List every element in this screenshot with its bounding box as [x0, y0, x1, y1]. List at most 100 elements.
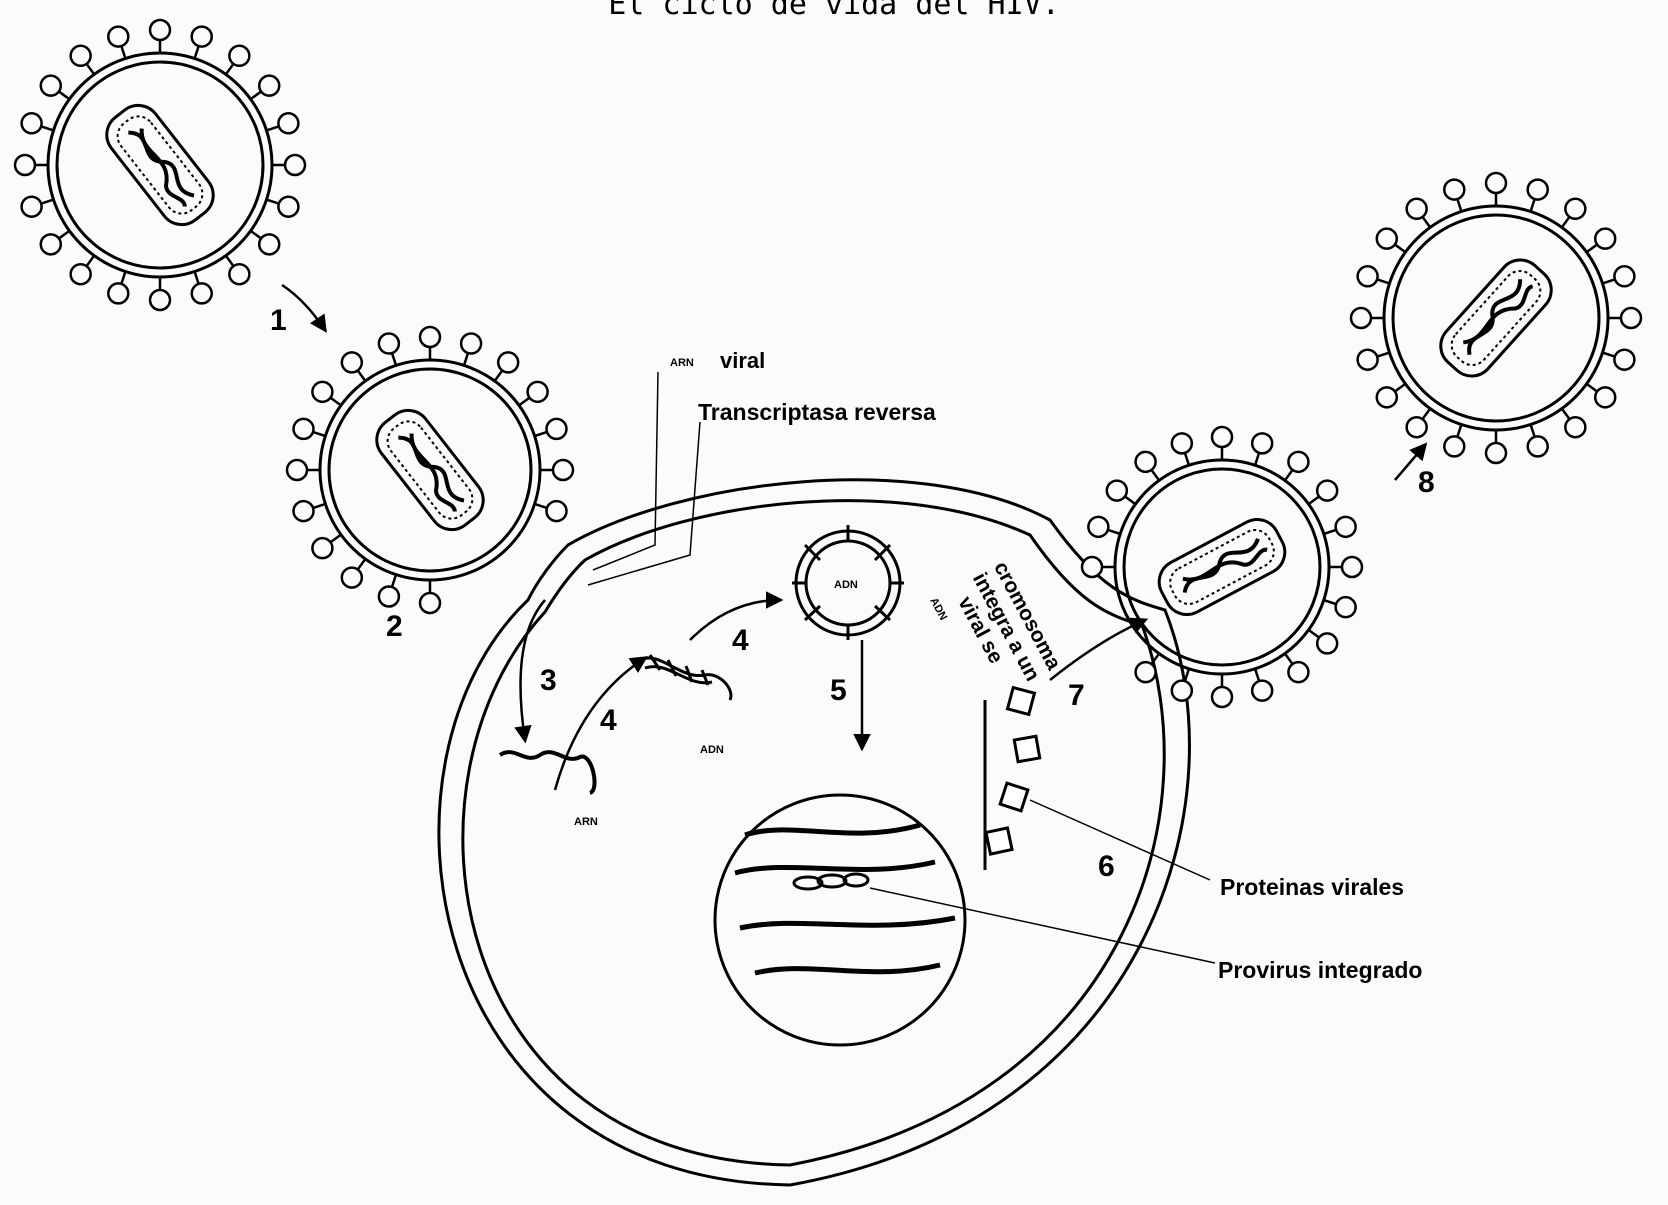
- step-4a-number: 4: [600, 704, 617, 737]
- glycoprotein-knob: [1212, 427, 1232, 447]
- step-arrows: [282, 285, 1425, 790]
- glycoprotein-knob: [108, 27, 128, 47]
- viral-envelope-outer: [1115, 460, 1329, 674]
- step-2-number: 2: [386, 610, 403, 643]
- glycoprotein-knob: [1252, 433, 1272, 453]
- glycoprotein-knob: [1172, 681, 1192, 701]
- glycoprotein-knob: [1342, 557, 1362, 577]
- proteinas-virales-label: Proteinas virales: [1220, 874, 1404, 900]
- glycoprotein-knob: [553, 460, 573, 480]
- glycoprotein-knob: [150, 20, 170, 40]
- step-5-number: 5: [830, 674, 847, 707]
- glycoprotein-knob: [1358, 350, 1378, 370]
- glycoprotein-knob: [379, 586, 399, 606]
- glycoprotein-knob: [278, 197, 298, 217]
- glycoprotein-knob: [1565, 199, 1585, 219]
- glycoprotein-knob: [420, 327, 440, 347]
- glycoprotein-knob: [1082, 557, 1102, 577]
- arn-viral-prefix: ARN: [670, 357, 694, 369]
- glycoprotein-knob: [1252, 681, 1272, 701]
- step-1-number: 1: [270, 304, 287, 337]
- glycoprotein-knob: [1444, 180, 1464, 200]
- glycoprotein-knob: [259, 234, 279, 254]
- glycoprotein-knob: [1444, 436, 1464, 456]
- step-7-number: 7: [1068, 679, 1085, 712]
- arn-viral-label: viral: [720, 348, 765, 373]
- glycoprotein-knob: [1107, 481, 1127, 501]
- glycoprotein-knob: [546, 419, 566, 439]
- glycoprotein-knob: [1486, 173, 1506, 193]
- glycoprotein-knob: [546, 501, 566, 521]
- glycoprotein-knob: [108, 283, 128, 303]
- viral-dna-strand: [640, 655, 731, 700]
- glycoprotein-knob: [229, 46, 249, 66]
- step-6-number: 6: [1098, 850, 1115, 883]
- released-virion: [1351, 173, 1641, 463]
- integration-label: ADN viral se integra a un cromosoma: [927, 558, 1065, 707]
- glycoprotein-knob: [1565, 417, 1585, 437]
- fusing-virion: [287, 327, 573, 613]
- svg-text:ADN: ADN: [927, 596, 949, 623]
- arn-strand-label: ARN: [574, 816, 598, 828]
- glycoprotein-knob: [1486, 443, 1506, 463]
- viral-protein-chain: [985, 688, 1040, 870]
- glycoprotein-knob: [1528, 436, 1548, 456]
- glycoprotein-knob: [420, 593, 440, 613]
- glycoprotein-knob: [528, 382, 548, 402]
- glycoprotein-knob: [1614, 350, 1634, 370]
- glycoprotein-knob: [1172, 433, 1192, 453]
- glycoprotein-knob: [287, 460, 307, 480]
- viral-core: [98, 97, 222, 234]
- integrated-provirus: [794, 874, 868, 889]
- glycoprotein-knob: [379, 334, 399, 354]
- leader-lines: [588, 372, 1215, 963]
- glycoprotein-knob: [285, 155, 305, 175]
- glycoprotein-knob: [1358, 266, 1378, 286]
- viral-envelope-outer: [48, 53, 272, 277]
- viral-core: [1432, 251, 1561, 385]
- glycoprotein-knob: [1377, 229, 1397, 249]
- transcriptasa-label: Transcriptasa reversa: [698, 399, 936, 425]
- glycoprotein-knob: [15, 155, 35, 175]
- viral-envelope-inner: [329, 369, 531, 571]
- glycoprotein-knob: [1336, 597, 1356, 617]
- viral-envelope-outer: [1384, 206, 1608, 430]
- glycoprotein-knob: [1595, 387, 1615, 407]
- glycoprotein-knob: [1377, 387, 1397, 407]
- glycoprotein-knob: [1614, 266, 1634, 286]
- step-8-number: 8: [1418, 466, 1435, 499]
- glycoprotein-knob: [192, 27, 212, 47]
- glycoprotein-knob: [1595, 229, 1615, 249]
- glycoprotein-knob: [1212, 687, 1232, 707]
- glycoprotein-knob: [1528, 180, 1548, 200]
- glycoprotein-knob: [41, 76, 61, 96]
- glycoprotein-knob: [294, 501, 314, 521]
- glycoprotein-knob: [1407, 417, 1427, 437]
- glycoprotein-knob: [1407, 199, 1427, 219]
- viral-core: [1151, 512, 1292, 622]
- budding-virion: [1082, 427, 1362, 707]
- viral-envelope-inner: [57, 62, 263, 268]
- glycoprotein-knob: [1288, 662, 1308, 682]
- adn-circle-label: ADN: [834, 579, 858, 591]
- viral-core: [368, 402, 492, 539]
- glycoprotein-knob: [1317, 633, 1337, 653]
- glycoprotein-knob: [259, 76, 279, 96]
- glycoprotein-knob: [71, 264, 91, 284]
- free-virion-incoming: [15, 20, 305, 310]
- glycoprotein-knob: [312, 538, 332, 558]
- diagram-title: El ciclo de vida del HIV.: [608, 0, 1060, 22]
- step-4b-number: 4: [732, 624, 749, 657]
- glycoprotein-knob: [342, 352, 362, 372]
- glycoprotein-knob: [1351, 308, 1371, 328]
- glycoprotein-knob: [1621, 308, 1641, 328]
- glycoprotein-knob: [150, 290, 170, 310]
- glycoprotein-knob: [1336, 517, 1356, 537]
- glycoprotein-knob: [1136, 662, 1156, 682]
- glycoprotein-knob: [1317, 481, 1337, 501]
- glycoprotein-knob: [192, 283, 212, 303]
- glycoprotein-knob: [498, 352, 518, 372]
- adn-strand-label: ADN: [700, 744, 724, 756]
